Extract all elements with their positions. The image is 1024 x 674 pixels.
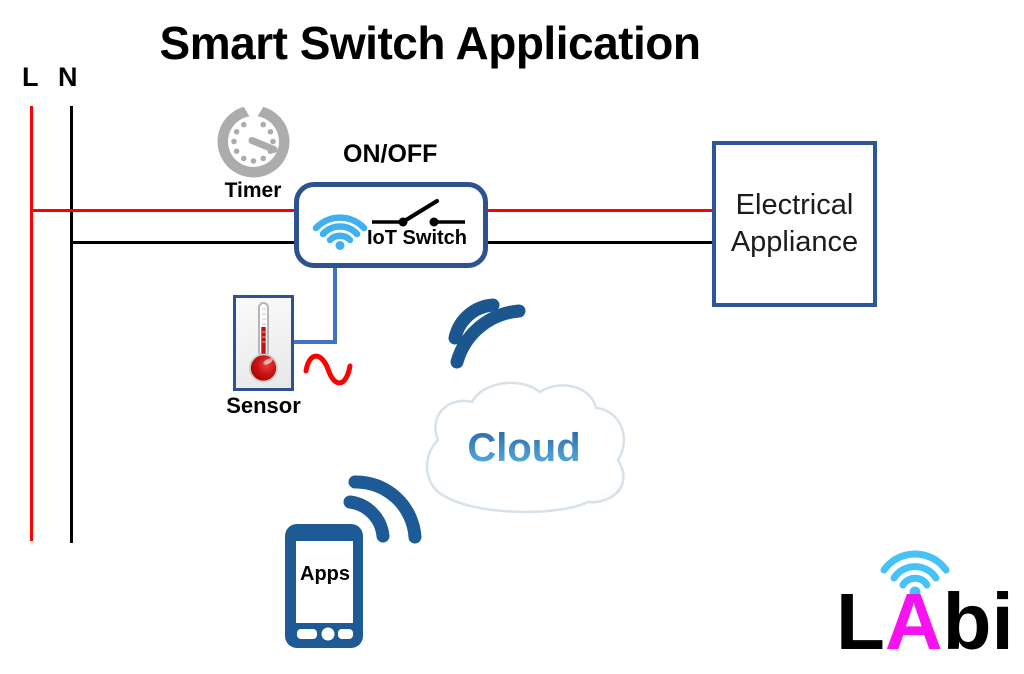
cloud-label: Cloud: [467, 426, 580, 470]
wifi-icon: [312, 214, 368, 250]
switch-contact-icon: [372, 199, 465, 227]
timer-icon: [217, 104, 290, 178]
thermometer-icon: [249, 302, 278, 383]
timer-label: Timer: [224, 179, 282, 202]
smartphone-icon: [285, 475, 422, 648]
onoff-label: ON/OFF: [343, 140, 438, 168]
cloud-wifi-icon: [448, 298, 526, 369]
brand-letter-l: L: [836, 577, 885, 666]
sensor-connector-vertical: [333, 265, 337, 344]
appliance-label-line1: Electrical: [735, 189, 854, 221]
live-wire-vertical: [30, 106, 33, 541]
live-wire-label: L: [22, 62, 39, 92]
page-title: Smart Switch Application: [159, 17, 701, 69]
sensor-connector-horizontal: [294, 340, 337, 344]
cloud-shape: Cloud: [425, 381, 626, 514]
appliance-label-line2: Appliance: [730, 226, 859, 258]
sensor-label: Sensor: [226, 393, 301, 418]
sine-wave-icon: [303, 353, 353, 386]
sensor-box: [233, 295, 294, 391]
neutral-wire-label: N: [58, 62, 78, 92]
appliance-box: Electrical Appliance: [712, 141, 877, 307]
neutral-wire-vertical: [70, 106, 73, 543]
iot-switch-label: IoT Switch: [367, 227, 467, 249]
brand-logo: LAbi: [836, 582, 1014, 662]
phone-wifi-icon: [343, 475, 422, 544]
brand-letter-a: A: [884, 577, 943, 666]
iot-switch-box: [294, 182, 488, 268]
brand-suffix: bi: [942, 577, 1014, 666]
apps-label: Apps: [300, 563, 350, 585]
brand-wifi-icon: [880, 550, 950, 598]
